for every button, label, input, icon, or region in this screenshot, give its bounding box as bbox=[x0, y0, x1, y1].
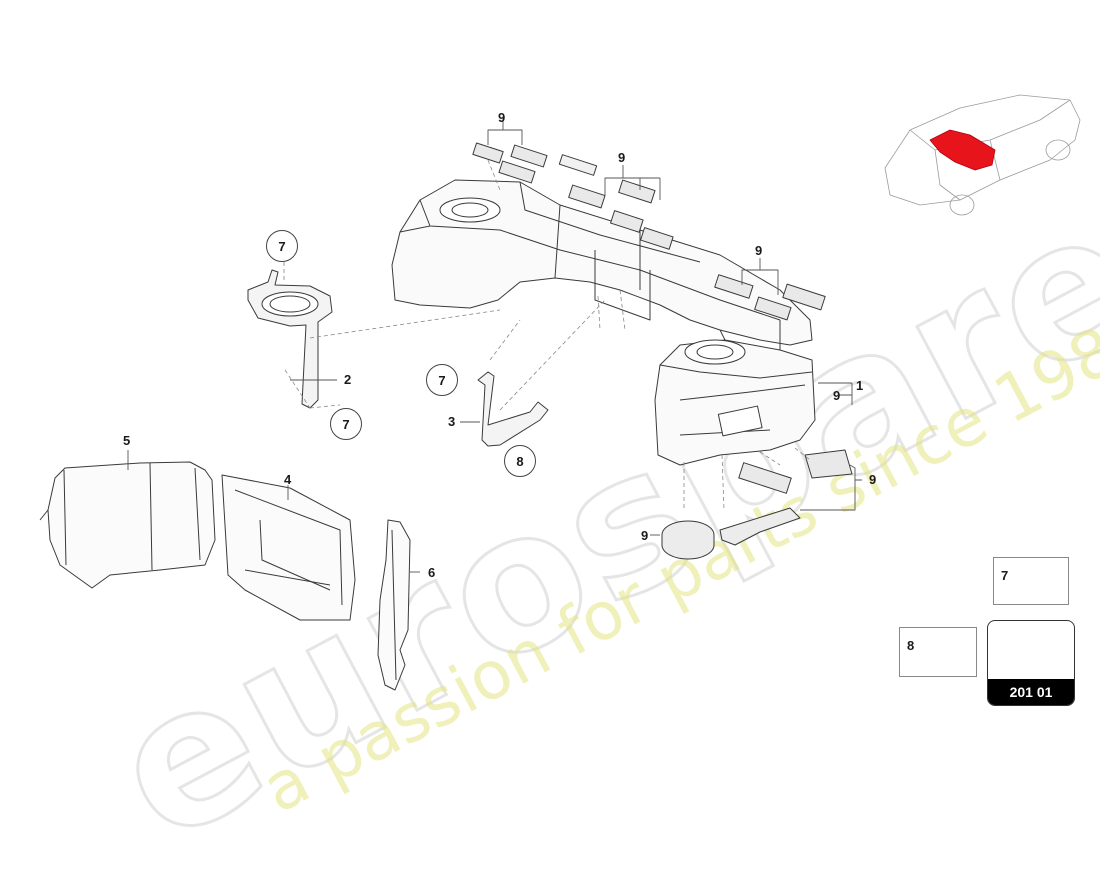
callout-6: 6 bbox=[428, 565, 436, 580]
legend-nut-box: 8 bbox=[899, 627, 977, 677]
callout-5: 5 bbox=[123, 433, 131, 448]
foam-pads-top-left bbox=[472, 142, 598, 184]
callout-9-top-mid: 9 bbox=[618, 150, 626, 165]
callout-9-top-left: 9 bbox=[498, 110, 506, 125]
circled-callout-7-lower: 7 bbox=[330, 408, 362, 440]
leader-lines bbox=[127, 118, 862, 573]
callout-1: 1 bbox=[856, 378, 864, 393]
legend-bolt-box: 7 bbox=[993, 557, 1069, 605]
legend-bolt-label: 7 bbox=[1001, 568, 1009, 583]
bracket-2 bbox=[247, 269, 333, 409]
reference-group-button[interactable]: 201 01 bbox=[987, 620, 1075, 706]
callout-9-bottom-left: 9 bbox=[641, 528, 649, 543]
callout-3: 3 bbox=[448, 414, 456, 429]
callout-9-bottom-right: 9 bbox=[869, 472, 877, 487]
heat-shield-5 bbox=[39, 461, 216, 589]
legend-nut-label: 8 bbox=[907, 638, 915, 653]
circled-callout-7-mid: 7 bbox=[426, 364, 458, 396]
highlighted-fuel-tank-icon bbox=[929, 129, 996, 171]
fuel-tank bbox=[391, 179, 816, 466]
callout-9-right-mid: 9 bbox=[755, 243, 763, 258]
heat-shield-6 bbox=[377, 519, 411, 691]
foam-pads-right bbox=[714, 274, 826, 321]
diagram-drawing bbox=[39, 94, 1081, 691]
circled-callout-7-upper: 7 bbox=[266, 230, 298, 262]
callout-4: 4 bbox=[284, 472, 292, 487]
reference-group-code: 201 01 bbox=[988, 679, 1074, 705]
dashed-lines bbox=[283, 159, 811, 511]
foam-pads-top-mid bbox=[568, 179, 674, 250]
parts-diagram: eurospares a passion for parts since 198… bbox=[39, 94, 1100, 885]
bracket-3 bbox=[477, 371, 549, 447]
callout-2: 2 bbox=[344, 372, 352, 387]
heat-shield-4 bbox=[221, 474, 356, 621]
circled-callout-8: 8 bbox=[504, 445, 536, 477]
callout-9-tank-right: 9 bbox=[833, 388, 841, 403]
foam-pads-bottom bbox=[661, 449, 853, 560]
